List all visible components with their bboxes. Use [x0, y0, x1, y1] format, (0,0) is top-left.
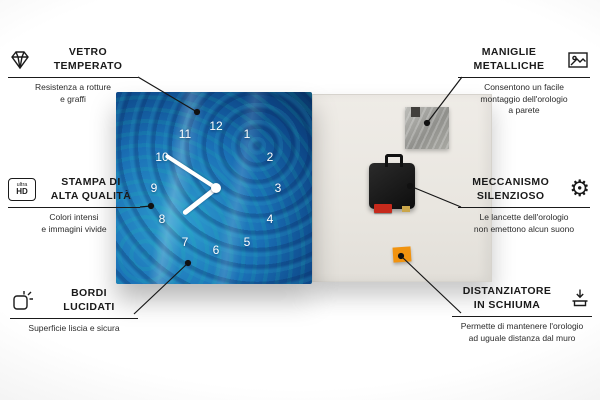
- callout-stampa-alta-qualita: ultra HD STAMPA DI ALTA QUALITÀ Colori i…: [8, 176, 140, 235]
- clock-back-view: [312, 94, 492, 282]
- callout-divider: [458, 207, 590, 209]
- callout-maniglie-metalliche: MANIGLIE METALLICHE Consentono un facile…: [458, 46, 590, 117]
- callout-description: Colori intensi e immagini vivide: [41, 212, 107, 234]
- mechanism-hook: [385, 154, 403, 167]
- callout-title: MECCANISMO SILENZIOSO: [472, 176, 550, 202]
- callout-divider: [452, 316, 592, 318]
- callout-description: Permette di mantenere l'orologio ad ugua…: [460, 321, 584, 343]
- callout-meccanismo-silenzioso: MECCANISMO SILENZIOSO ⚙ Le lancette dell…: [458, 176, 590, 235]
- clock-number: 4: [266, 212, 274, 226]
- callout-bordi-lucidati: BORDI LUCIDATI Superficie liscia e sicur…: [10, 287, 138, 335]
- callout-title: MANIGLIE METALLICHE: [473, 46, 545, 72]
- clock-front-view: 12 1 2 3 4 5 6 7 8 9 10 11: [116, 92, 312, 284]
- callout-divider: [458, 77, 590, 79]
- callout-vetro-temperato: VETRO TEMPERATO Resistenza a rotture e g…: [8, 46, 138, 105]
- foam-spacer: [392, 246, 412, 263]
- hanger-slot: [411, 107, 420, 117]
- callout-divider: [8, 207, 140, 209]
- clock-number: 12: [209, 119, 223, 133]
- clock-number: 2: [266, 150, 274, 164]
- metal-hanger-plate: [405, 107, 449, 149]
- callout-description: Consentono un facile montaggio dell'orol…: [480, 82, 568, 116]
- clock-number: 6: [212, 243, 220, 257]
- battery: [374, 204, 392, 213]
- picture-frame-icon: [566, 48, 590, 72]
- callout-title: STAMPA DI ALTA QUALITÀ: [50, 176, 132, 202]
- ultra-hd-label-top: ultra: [16, 181, 28, 188]
- clock-number: 7: [181, 235, 189, 249]
- foam-spacer-icon: [568, 287, 592, 311]
- clock-number: 1: [243, 127, 251, 141]
- callout-divider: [8, 77, 138, 79]
- mechanism-sticker: [402, 206, 410, 212]
- polished-edge-icon: [10, 289, 34, 313]
- hands-center-cap: [211, 183, 221, 193]
- clock-mechanism: [369, 154, 415, 213]
- clock-number: 9: [150, 181, 158, 195]
- clock-number: 11: [178, 127, 192, 141]
- clock-number: 8: [158, 212, 166, 226]
- callout-distanziatore-in-schiuma: DISTANZIATORE IN SCHIUMA Permette di man…: [452, 285, 592, 344]
- callout-description: Superficie liscia e sicura: [28, 323, 120, 334]
- callout-description: Le lancette dell'orologio non emettono a…: [473, 212, 575, 234]
- gear-icon: ⚙: [569, 176, 590, 203]
- callout-title: BORDI LUCIDATI: [63, 287, 115, 313]
- diamond-icon: [8, 48, 32, 72]
- callout-description: Resistenza a rotture e graffi: [34, 82, 112, 104]
- ultra-hd-icon: ultra HD: [8, 178, 36, 202]
- clock-number: 5: [243, 235, 251, 249]
- callout-divider: [10, 318, 138, 320]
- clock-number: 3: [274, 181, 282, 195]
- ultra-hd-label-bottom: HD: [16, 187, 28, 197]
- callout-title: DISTANZIATORE IN SCHIUMA: [462, 285, 552, 311]
- callout-title: VETRO TEMPERATO: [53, 46, 123, 72]
- minute-hand: [164, 153, 218, 190]
